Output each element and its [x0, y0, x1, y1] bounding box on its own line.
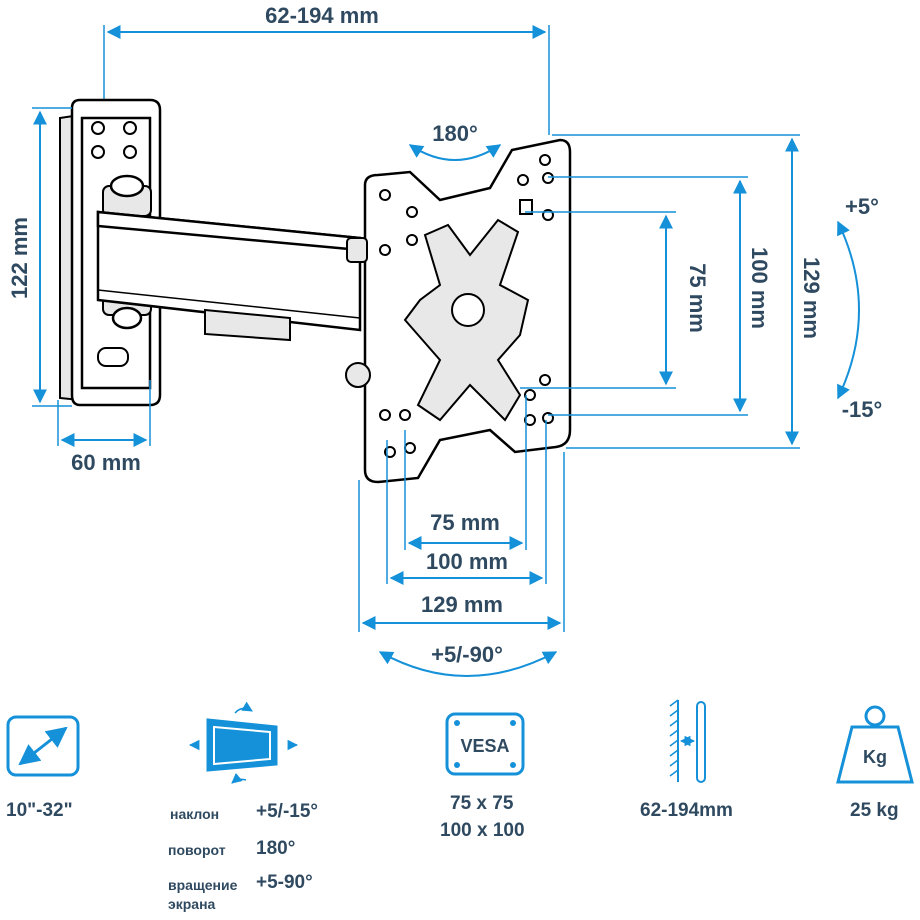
- diagonal-arrow-icon: [6, 715, 80, 777]
- vesa-horizontal-100-dimension: 100 mm: [386, 420, 547, 585]
- vesa-h100-label: 100 mm: [426, 549, 508, 574]
- rotation-label: +5/-90°: [431, 642, 503, 667]
- tilt-value: +5/-15°: [256, 801, 319, 822]
- arm: [96, 210, 362, 342]
- swivel-label: поворот: [168, 842, 226, 858]
- rotation-label-line1: вращение: [168, 877, 238, 893]
- tilt-rotate-icon: [188, 701, 299, 784]
- wall-plate-width-label: 60 mm: [71, 450, 141, 475]
- tilt-down-label: -15°: [842, 397, 883, 422]
- tilt-label: наклон: [170, 806, 220, 822]
- vesa-vertical-75-dimension: 75 mm: [520, 211, 710, 389]
- wall-plate-width-dimension: 60 mm: [57, 380, 151, 475]
- plate-height-label: 129 mm: [799, 257, 824, 339]
- vesa-size-2: 100 x 100: [440, 820, 525, 841]
- vesa-icon: VESA: [445, 712, 525, 776]
- arm-length-dimension: 62-194 mm: [103, 3, 550, 135]
- rotation-label-line2: экрана: [168, 896, 216, 912]
- swivel-dimension: 180°: [408, 121, 502, 161]
- vesa-v100-label: 100 mm: [747, 247, 772, 329]
- swivel-value: 180°: [256, 838, 296, 859]
- tilt-up-label: +5°: [845, 194, 879, 219]
- vesa-plate: [345, 138, 572, 484]
- screen-size-label: 10"-32": [6, 800, 73, 821]
- tilt-dimension: +5° -15°: [837, 194, 883, 422]
- rotation-value: +5-90°: [256, 872, 313, 893]
- vesa-horizontal-75-dimension: 75 mm: [404, 395, 527, 550]
- plate-width-dimension: 129 mm: [358, 452, 565, 632]
- wall-distance-icon: [669, 699, 706, 783]
- arm-length-label: 62-194 mm: [265, 3, 379, 28]
- weight-label: 25 kg: [850, 800, 899, 821]
- vesa-icon-text: VESA: [460, 736, 509, 756]
- vesa-v75-label: 75 mm: [685, 263, 710, 333]
- weight-icon-text: Kg: [863, 747, 887, 767]
- rotation-dimension: +5/-90°: [378, 642, 558, 677]
- vesa-h75-label: 75 mm: [430, 510, 500, 535]
- plate-width-label: 129 mm: [421, 592, 503, 617]
- wall-distance-label: 62-194mm: [640, 800, 733, 821]
- weight-icon: Kg: [836, 705, 914, 784]
- wall-plate-height-dimension: 122 mm: [7, 107, 72, 407]
- wall-plate-height-label: 122 mm: [7, 217, 32, 299]
- plate-height-dimension: 129 mm: [552, 134, 824, 449]
- swivel-label: 180°: [432, 121, 478, 146]
- vesa-size-1: 75 x 75: [450, 793, 514, 814]
- vesa-vertical-100-dimension: 100 mm: [548, 176, 772, 416]
